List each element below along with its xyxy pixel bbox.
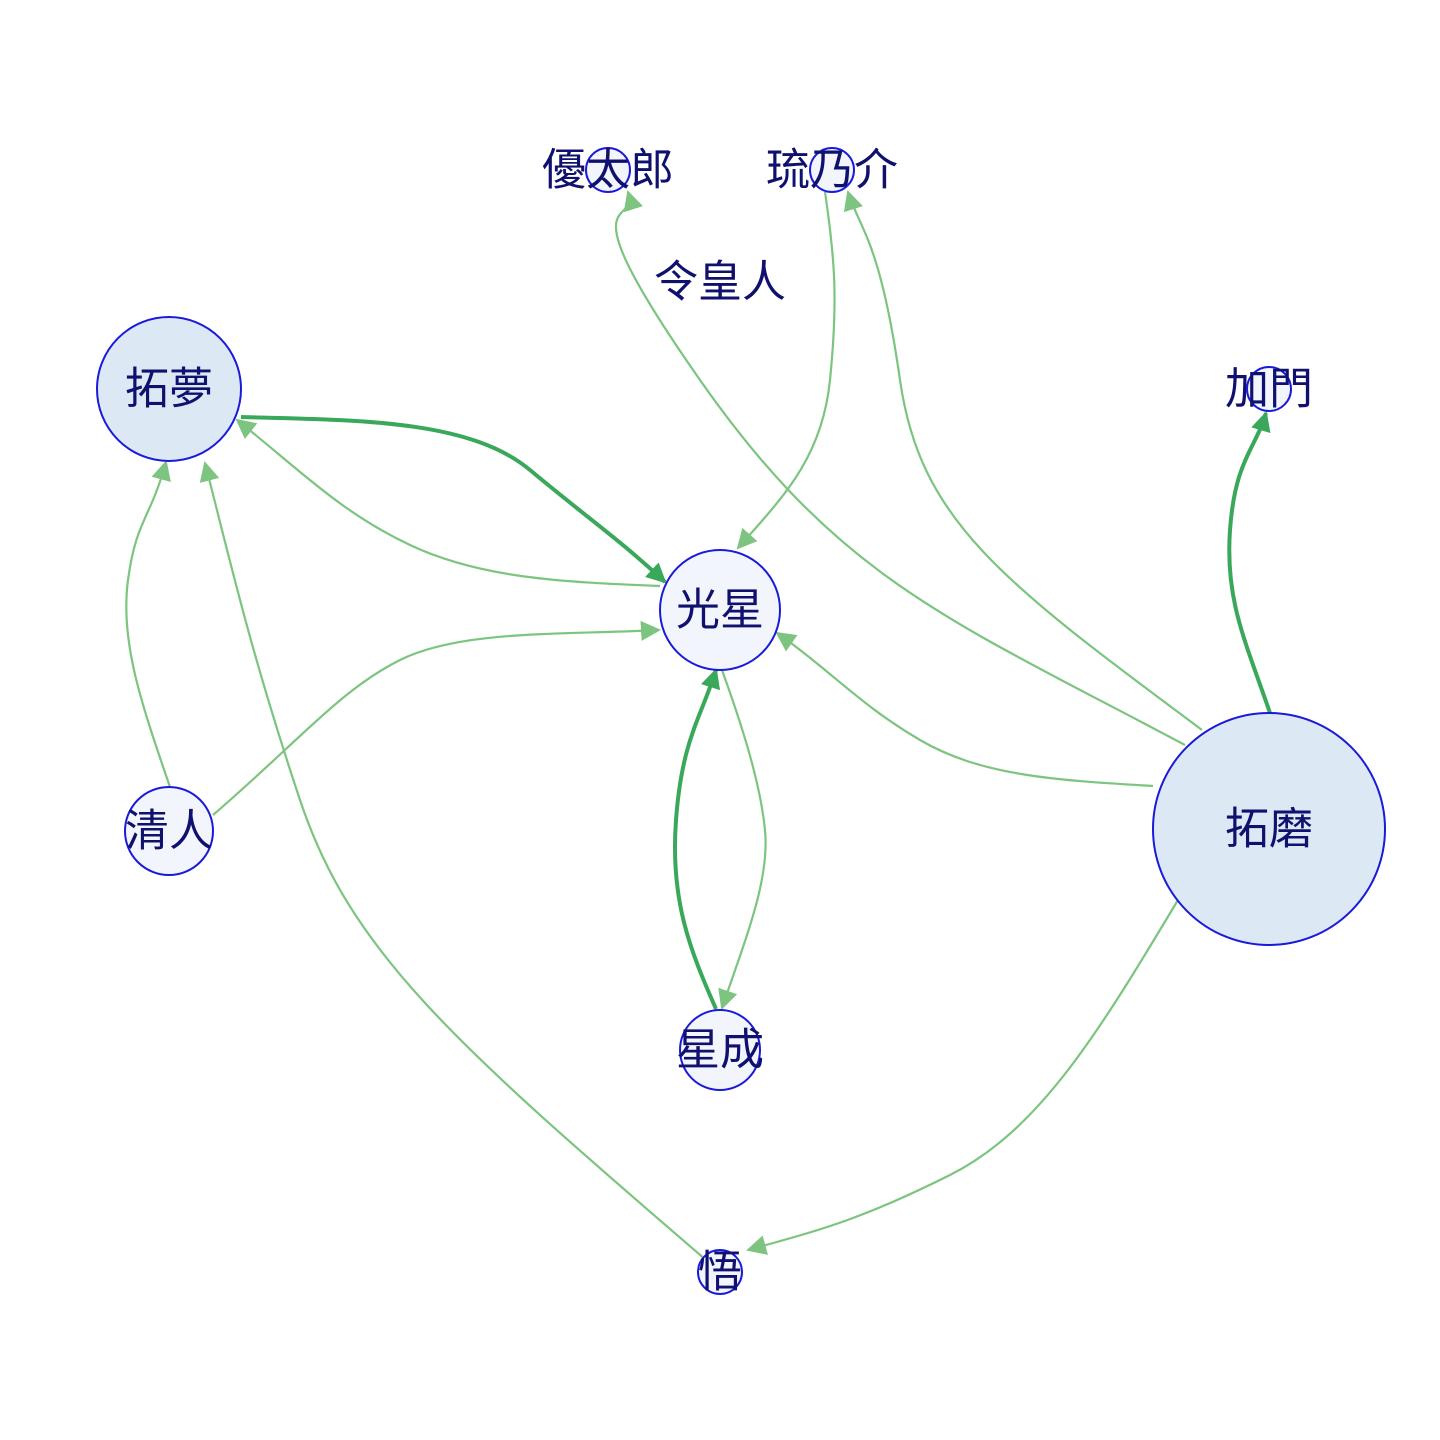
node-satoru: 悟 xyxy=(697,1247,743,1298)
edge-takumu-kousei xyxy=(240,415,667,584)
node-takumu: 拓夢 xyxy=(96,316,242,462)
node-kamon: 加門 xyxy=(1225,364,1313,415)
node-circle-seina xyxy=(679,1009,761,1091)
node-circle-kiyoto xyxy=(124,786,214,876)
node-label-satoru: 悟 xyxy=(698,1247,742,1298)
edge-seina-kousei xyxy=(672,668,721,1010)
edge-takuma-kousei xyxy=(775,631,1154,788)
node-label-kousei: 光星 xyxy=(676,585,764,636)
node-takuma: 拓磨 xyxy=(1152,712,1386,946)
node-circle-kamon xyxy=(1246,366,1292,412)
node-circle-satoru xyxy=(697,1249,743,1295)
node-yutaro: 優太郎 xyxy=(542,145,674,196)
edge-kousei-takumu xyxy=(235,418,661,588)
edge-kiyoto-takumu xyxy=(125,460,172,788)
edge-takuma-kamon xyxy=(1227,411,1272,714)
edge-kousei-seina xyxy=(718,669,767,1010)
node-seina: 星成 xyxy=(676,1009,764,1091)
node-circle-takuma xyxy=(1152,712,1386,946)
node-reiojin: 令皇人 xyxy=(654,257,786,308)
node-label-takumu: 拓夢 xyxy=(125,364,213,415)
node-circle-yutaro xyxy=(585,147,631,193)
edge-runosuke-kousei xyxy=(736,191,836,550)
node-circle-takumu xyxy=(96,316,242,462)
edges-layer xyxy=(125,190,1272,1261)
edge-takuma-satoru xyxy=(746,899,1179,1255)
node-circle-runosuke xyxy=(809,147,855,193)
edge-takuma-yutaro xyxy=(614,190,1186,746)
node-label-runosuke: 琉乃介 xyxy=(766,145,898,196)
edge-takuma-runosuke xyxy=(843,190,1203,731)
node-kousei: 光星 xyxy=(659,549,781,671)
node-circle-kousei xyxy=(659,549,781,671)
node-label-reiojin: 令皇人 xyxy=(654,257,786,308)
node-label-seina: 星成 xyxy=(676,1025,764,1076)
node-label-kamon: 加門 xyxy=(1225,364,1313,415)
node-kiyoto: 清人 xyxy=(124,786,214,876)
node-label-yutaro: 優太郎 xyxy=(542,145,674,196)
edge-satoru-takumu xyxy=(199,461,707,1261)
edge-kiyoto-kousei xyxy=(212,620,661,816)
node-label-takuma: 拓磨 xyxy=(1225,804,1313,855)
node-runosuke: 琉乃介 xyxy=(766,145,898,196)
node-label-kiyoto: 清人 xyxy=(125,806,213,857)
